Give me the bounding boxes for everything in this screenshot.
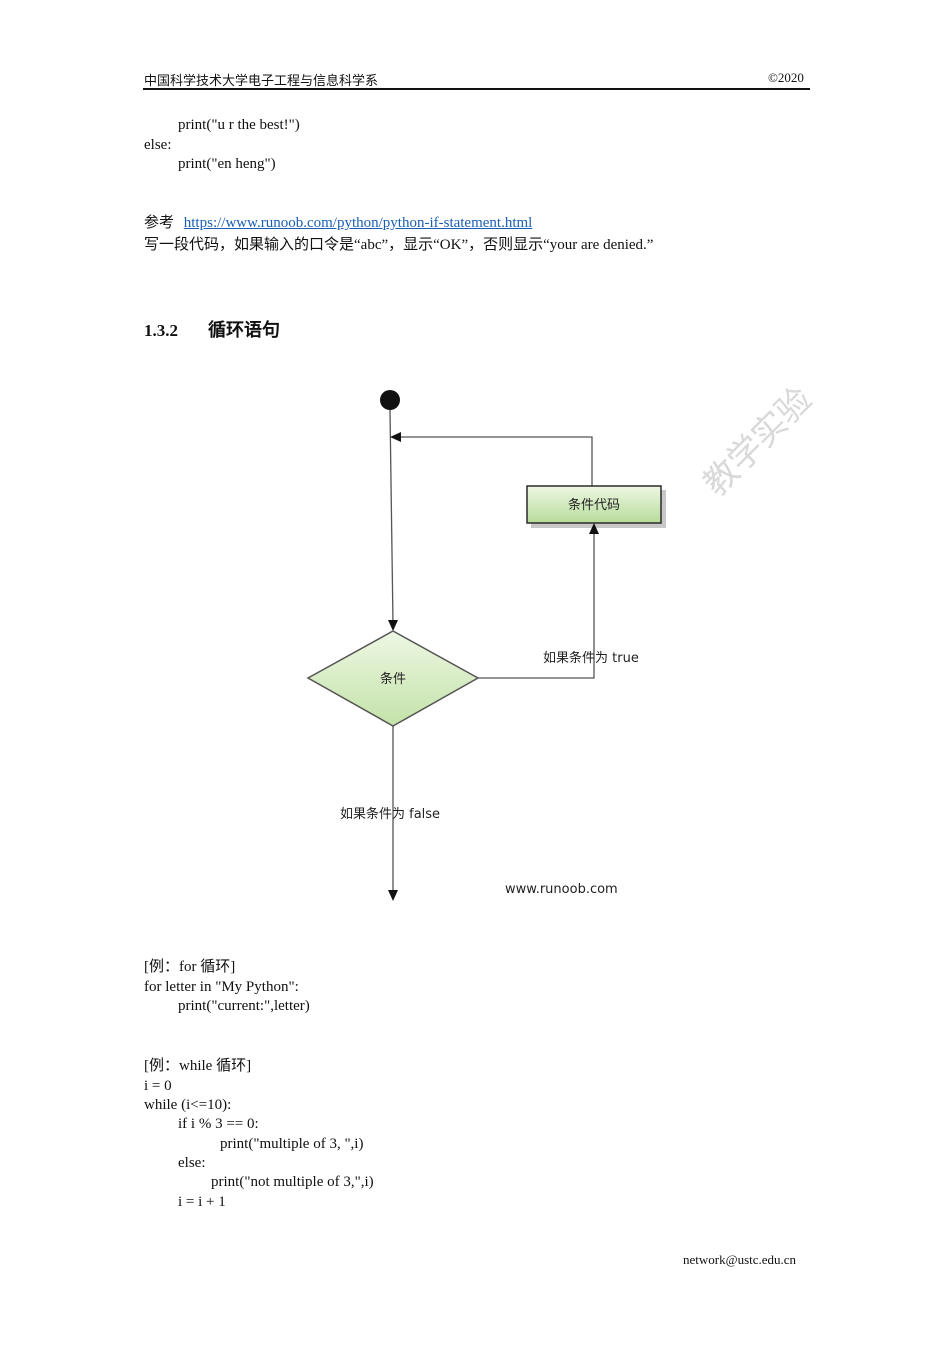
loop-back-line <box>400 436 593 486</box>
section-title: 循环语句 <box>208 320 280 340</box>
flow-line <box>389 409 394 625</box>
footer-email: network@ustc.edu.cn <box>683 1252 797 1267</box>
arrow-head <box>388 890 398 901</box>
code-line: print("multiple of 3, ",i) <box>220 1136 364 1152</box>
example-for-title: [例：for 循环] <box>144 959 236 975</box>
exercise-text: 写一段代码，如果输入的口令是“abc”，显示“OK”，否则显示“your are… <box>144 237 654 253</box>
reference-prefix: 参考 <box>144 215 175 231</box>
code-line: for letter in "My Python": <box>144 979 299 995</box>
flowchart-credit: www.runoob.com <box>505 882 618 897</box>
header-rule <box>143 88 810 90</box>
code-line: while (i<=10): <box>144 1097 232 1113</box>
arrow-head <box>589 523 599 534</box>
section-number: 1.3.2 <box>144 321 178 340</box>
arrow-head <box>390 432 401 442</box>
code-line: i = i + 1 <box>178 1194 226 1210</box>
process-label: 条件代码 <box>568 497 620 513</box>
code-line: if i % 3 == 0: <box>178 1116 259 1132</box>
true-branch-line <box>478 534 595 679</box>
reference-link[interactable]: https://www.runoob.com/python/python-if-… <box>183 215 533 231</box>
decision-label: 条件 <box>380 671 406 687</box>
code-line: i = 0 <box>144 1078 172 1094</box>
header-left: 中国科学技术大学电子工程与信息科学系 <box>144 73 379 88</box>
code-line: print("u r the best!") <box>178 117 300 133</box>
section-heading: 1.3.2 循环语句 <box>144 316 280 342</box>
true-label: 如果条件为 true <box>543 650 639 666</box>
code-line: print("current:",letter) <box>178 998 310 1014</box>
code-line: print("not multiple of 3,",i) <box>211 1174 374 1190</box>
start-node <box>380 390 400 410</box>
example-while-title: [例：while 循环] <box>144 1058 252 1074</box>
arrow-head <box>388 620 398 631</box>
code-line: print("en heng") <box>178 156 276 172</box>
false-label: 如果条件为 false <box>340 806 440 822</box>
reference-line: 参考 https://www.runoob.com/python/python-… <box>144 214 532 233</box>
header-right: ©2020 <box>768 70 804 85</box>
code-line: else: <box>144 137 172 153</box>
code-line: else: <box>178 1155 206 1171</box>
